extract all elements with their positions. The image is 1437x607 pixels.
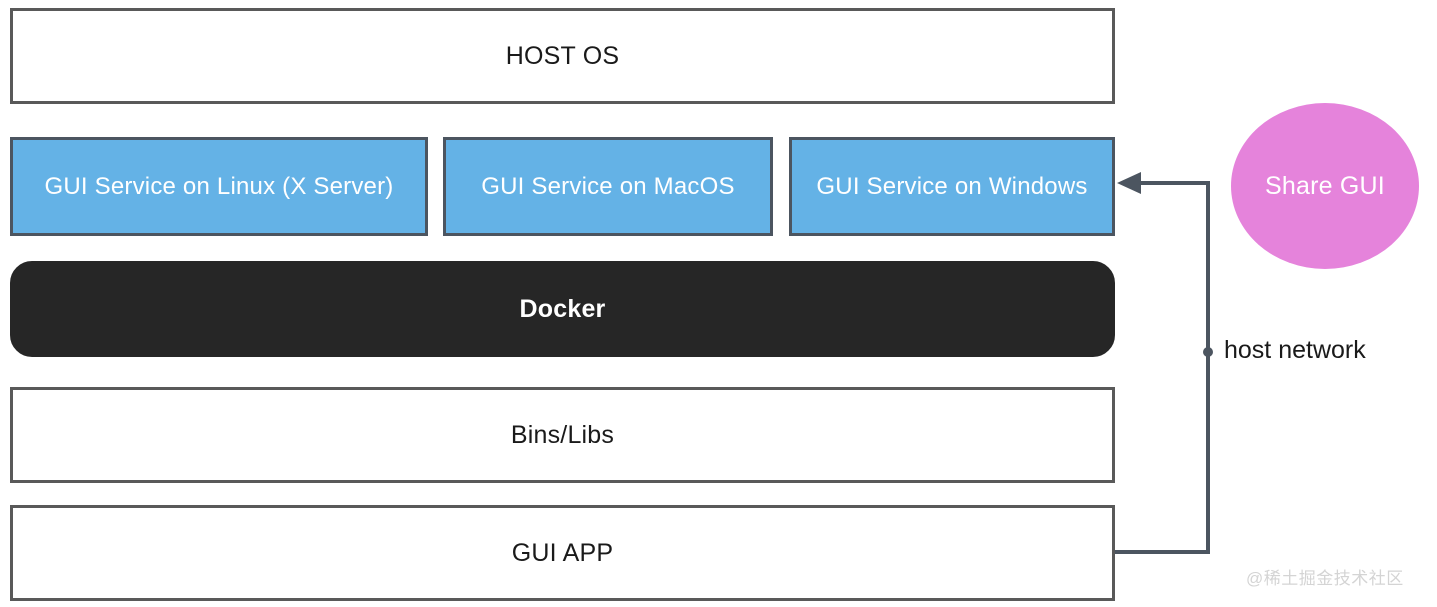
docker-box: Docker [10, 261, 1115, 357]
gui-app-box: GUI APP [10, 505, 1115, 601]
bins-libs-box: Bins/Libs [10, 387, 1115, 483]
host-network-label: host network [1224, 336, 1366, 364]
gui-service-windows-box: GUI Service on Windows [789, 137, 1115, 236]
watermark: @稀土掘金技术社区 [1246, 569, 1404, 588]
connector-arrowhead-icon [1117, 172, 1141, 194]
gui-service-linux-box: GUI Service on Linux (X Server) [10, 137, 428, 236]
share-gui-circle: Share GUI [1231, 103, 1419, 269]
share-gui-label: Share GUI [1265, 171, 1385, 200]
connector-junction-dot-icon [1203, 347, 1213, 357]
connector-path [1115, 181, 1210, 554]
host-os-box: HOST OS [10, 8, 1115, 104]
gui-service-macos-box: GUI Service on MacOS [443, 137, 773, 236]
